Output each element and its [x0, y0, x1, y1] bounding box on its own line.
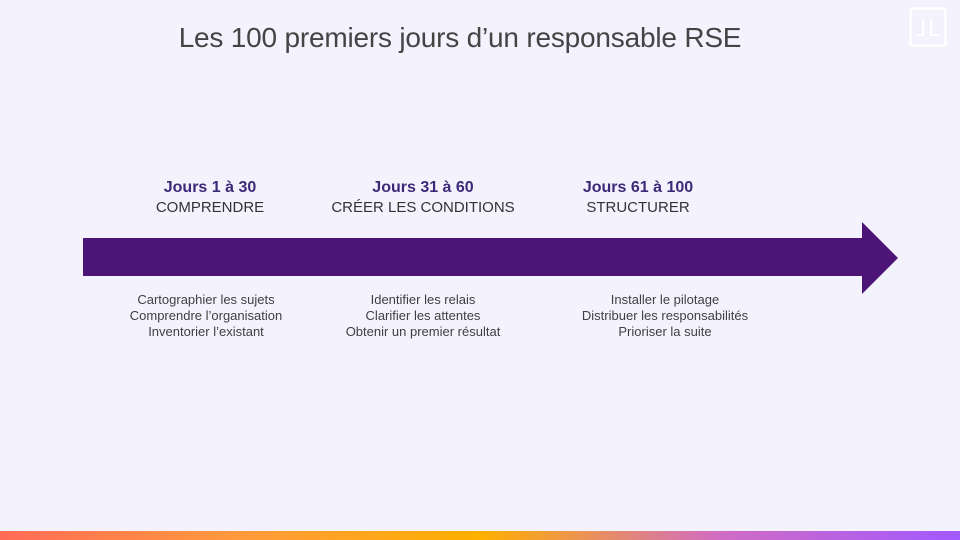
phase-1-header: Jours 1 à 30 COMPRENDRE [90, 178, 330, 218]
phase-3-header: Jours 61 à 100 STRUCTURER [518, 178, 758, 218]
task-item: Clarifier les attentes [365, 308, 481, 323]
phase-3-name: STRUCTURER [586, 199, 690, 216]
page-title: Les 100 premiers jours d’un responsable … [178, 22, 742, 53]
task-item: Identifier les relais [370, 292, 476, 307]
task-item: Inventorier l’existant [148, 324, 264, 339]
bottom-gradient-bar [0, 531, 960, 540]
timeline-arrow-shape [83, 222, 898, 294]
phase-1-tasks: Cartographier les sujets Comprendre l’or… [86, 292, 326, 340]
phase-1-days: Jours 1 à 30 [163, 179, 257, 196]
task-item: Obtenir un premier résultat [345, 324, 501, 339]
phase-3-days: Jours 61 à 100 [582, 179, 694, 196]
phase-1-name: COMPRENDRE [155, 199, 265, 216]
phase-2-tasks: Identifier les relais Clarifier les atte… [303, 292, 543, 340]
phase-2-name: CRÉER LES CONDITIONS [331, 199, 515, 216]
logo-icon [909, 7, 947, 47]
phase-2-days: Jours 31 à 60 [372, 179, 474, 196]
task-item: Comprendre l’organisation [129, 308, 283, 323]
task-item: Cartographier les sujets [137, 292, 275, 307]
task-item: Installer le pilotage [610, 292, 720, 307]
phase-3-tasks: Installer le pilotage Distribuer les res… [545, 292, 785, 340]
task-item: Distribuer les responsabilités [581, 308, 749, 323]
phase-2-header: Jours 31 à 60 CRÉER LES CONDITIONS [303, 178, 543, 218]
task-item: Prioriser la suite [618, 324, 712, 339]
